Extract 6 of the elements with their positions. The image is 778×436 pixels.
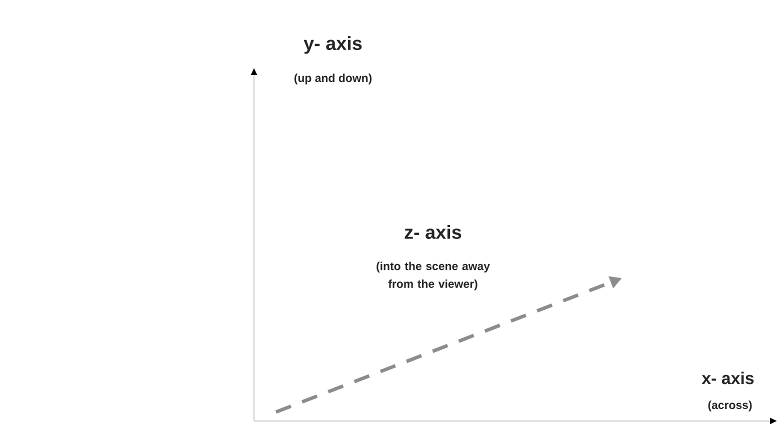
axis-description: (into the scene away from the viewer) bbox=[376, 262, 490, 290]
axis-description: (up and down) bbox=[294, 74, 372, 84]
axis-label: x- axis bbox=[702, 372, 754, 384]
axis-label: y- axis bbox=[304, 36, 362, 54]
axis-description: (across) bbox=[708, 400, 752, 412]
axis-label: z- axis bbox=[404, 225, 462, 239]
